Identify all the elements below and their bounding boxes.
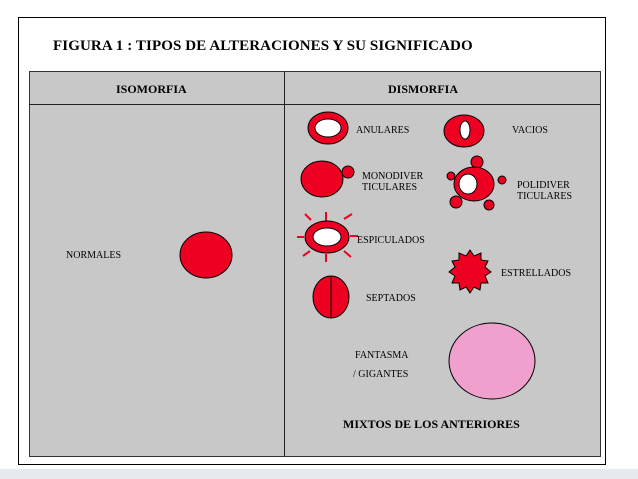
label-espiculados: ESPICULADOS xyxy=(357,235,425,246)
dismorfia-header: DISMORFIA xyxy=(388,82,459,96)
header-divider xyxy=(29,104,601,105)
label-gigantes: / GIGANTES xyxy=(353,369,409,380)
label-anulares: ANULARES xyxy=(356,125,410,136)
label-fantasma: FANTASMA xyxy=(355,350,409,361)
bottom-strip xyxy=(0,469,638,479)
anular-cell-icon xyxy=(307,111,349,145)
label-monodiver-2: TICULARES xyxy=(362,182,417,193)
label-septados: SEPTADOS xyxy=(366,293,416,304)
label-monodiver-1: MONODIVER xyxy=(362,171,424,182)
septado-cell-icon xyxy=(312,275,350,319)
isomorfia-header: ISOMORFIA xyxy=(116,82,187,96)
label-polidiver-1: POLIDIVER xyxy=(517,180,570,191)
espiculado-body-icon xyxy=(304,220,350,254)
polidiverticular-cell-icon xyxy=(446,155,507,211)
label-vacios: VACIOS xyxy=(512,125,548,136)
label-normales: NORMALES xyxy=(66,250,122,261)
figure-title: FIGURA 1 : TIPOS DE ALTERACIONES Y SU SI… xyxy=(53,38,473,54)
estrellado-cell-icon xyxy=(448,249,492,294)
monodiverticular-cell-icon xyxy=(300,160,355,198)
ghost-cell-icon xyxy=(448,322,536,400)
label-estrellados: ESTRELLADOS xyxy=(501,268,571,279)
vacio-cell-icon xyxy=(443,114,485,148)
column-divider xyxy=(284,71,285,457)
label-polidiver-2: TICULARES xyxy=(517,191,572,202)
espiculado-cell-icon xyxy=(297,212,358,262)
label-mixtos: MIXTOS DE LOS ANTERIORES xyxy=(343,417,520,431)
normal-cell-icon xyxy=(179,231,233,279)
